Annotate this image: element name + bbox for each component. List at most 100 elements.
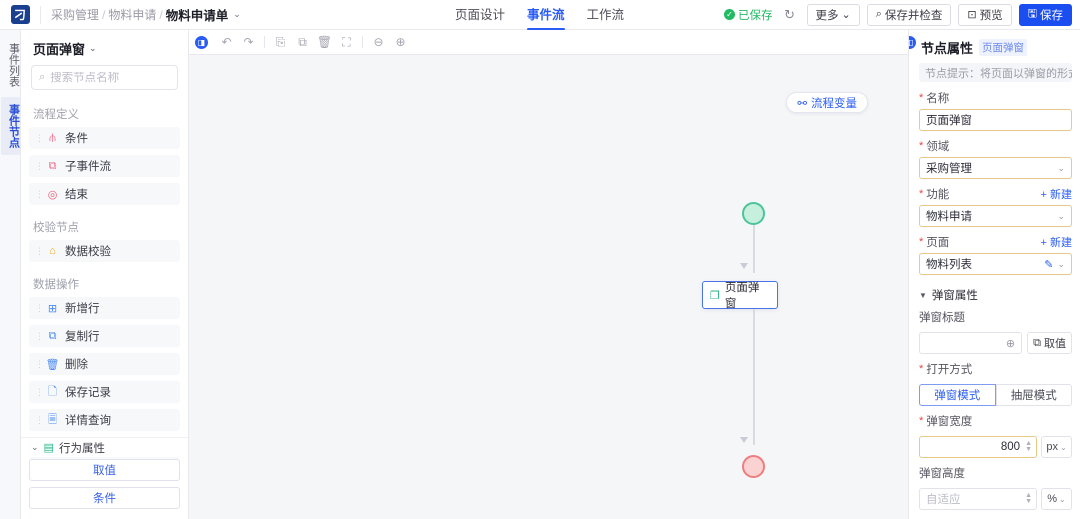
palette-item-end[interactable]: ⋮ ◎ 结束 xyxy=(29,183,180,205)
drag-handle-icon[interactable]: ⋮ xyxy=(35,246,44,256)
stepper-icon[interactable]: ▲▼ xyxy=(1025,492,1032,505)
breadcrumb-item-2[interactable]: 物料申请单 xyxy=(165,9,229,23)
drag-handle-icon[interactable]: ⋮ xyxy=(35,415,44,425)
check-icon: ✓ xyxy=(724,9,736,20)
search-box[interactable]: ⌕ xyxy=(31,65,178,90)
required-mark: * xyxy=(919,92,924,104)
breadcrumb-item-0[interactable]: 采购管理 xyxy=(51,8,100,22)
status-badge: 页面弹窗 xyxy=(979,39,1028,56)
behavior-section-header[interactable]: ⌄ ▤ 行为属性 xyxy=(21,437,188,457)
field-label: 弹窗标题 xyxy=(919,309,1072,325)
behavior-icon: ▤ xyxy=(43,442,54,454)
stepper-icon[interactable]: ▲▼ xyxy=(1025,440,1032,453)
palette-item-condition[interactable]: ⋮ ⫛ 条件 xyxy=(29,127,180,149)
drag-handle-icon[interactable]: ⋮ xyxy=(35,387,44,397)
tab-page-design[interactable]: 页面设计 xyxy=(455,8,506,22)
drag-handle-icon[interactable]: ⋮ xyxy=(35,331,44,341)
popup-attrs-section-header[interactable]: ▼ 弹窗属性 xyxy=(909,282,1080,309)
rail-tab-event-node[interactable]: 事件节点 xyxy=(0,97,20,155)
width-unit-select[interactable]: px ⌄ xyxy=(1041,436,1072,458)
drag-handle-icon[interactable]: ⋮ xyxy=(35,359,44,369)
fit-screen-icon[interactable]: ⛶ xyxy=(342,34,351,49)
width-input[interactable]: 800 ▲▼ xyxy=(919,436,1037,458)
field-label: * 功能 + 新建 xyxy=(919,186,1072,202)
flow-canvas[interactable]: ◨ ↶ ↷ ⎘ ⧉ 🗑 ⛶ ⊖ ⊕ ⚯ 流程变量 xyxy=(189,30,908,519)
palette-item-add-row[interactable]: ⋮ ⊞ 新增行 xyxy=(29,297,180,319)
chevron-down-icon[interactable]: ⌄ xyxy=(89,43,97,53)
height-unit-select[interactable]: % ⌄ xyxy=(1041,488,1072,510)
more-button[interactable]: 更多 ⌄ xyxy=(806,3,860,26)
palette-item-subflow[interactable]: ⋮ ⧉ 子事件流 xyxy=(29,155,180,177)
function-select[interactable]: 物料申请 ⌄ xyxy=(919,205,1072,227)
condition-button[interactable]: 条件 xyxy=(29,487,180,509)
height-input[interactable]: 自适应 ▲▼ xyxy=(919,488,1037,510)
palette-item-label: 数据校验 xyxy=(65,246,111,258)
save-button[interactable]: 🖫 保存 xyxy=(1018,3,1072,26)
palette-title: 页面弹窗 xyxy=(33,42,86,57)
page-value: 物料列表 xyxy=(926,259,972,271)
globe-icon[interactable]: ⊕ xyxy=(1005,337,1016,350)
edge-arrow-icon xyxy=(740,437,748,443)
node-tip-text: 节点提示：将页面以弹窗的形式打 xyxy=(925,67,1072,80)
breadcrumb-item-1[interactable]: 物料申请 xyxy=(108,8,157,22)
delete-icon[interactable]: 🗑 xyxy=(316,35,333,49)
preview-button[interactable]: ⊡ 预览 xyxy=(958,3,1012,26)
tab-workflow[interactable]: 工作流 xyxy=(586,8,625,22)
popup-title-input[interactable]: ⊕ xyxy=(919,332,1023,354)
palette-item-save-record[interactable]: ⋮ 🗋 保存记录 xyxy=(29,381,180,403)
domain-select[interactable]: 采购管理 ⌄ xyxy=(919,157,1072,179)
end-node[interactable] xyxy=(742,455,765,478)
flow-variable-button[interactable]: ⚯ 流程变量 xyxy=(786,92,868,113)
field-function: * 功能 + 新建 物料申请 ⌄ xyxy=(909,186,1080,227)
palette-item-copy-row[interactable]: ⋮ ⧉ 复制行 xyxy=(29,325,180,347)
width-row: 800 ▲▼ px ⌄ xyxy=(909,436,1080,458)
zoom-in-icon[interactable]: ⊕ xyxy=(395,35,406,49)
collapse-properties-icon[interactable]: ◧ xyxy=(909,36,916,49)
drag-handle-icon[interactable]: ⋮ xyxy=(35,189,44,199)
drag-handle-icon[interactable]: ⋮ xyxy=(35,133,44,143)
canvas-area[interactable]: ⚯ 流程变量 ❐ 页面弹窗 xyxy=(189,55,908,519)
take-value-button[interactable]: ⧉ 取值 xyxy=(1027,332,1072,354)
chevron-down-icon[interactable]: ⌄ xyxy=(233,9,241,19)
field-open-mode: * 打开方式 xyxy=(909,361,1080,377)
collapse-panel-icon[interactable]: ◨ xyxy=(195,35,208,49)
field-label: * 名称 xyxy=(919,90,1072,106)
search-input[interactable] xyxy=(50,71,170,84)
tab-event-flow[interactable]: 事件流 xyxy=(527,0,565,30)
app-logo-icon[interactable]: 刁 xyxy=(10,5,30,24)
branch-icon: ⫛ xyxy=(49,131,56,144)
start-node[interactable] xyxy=(742,202,765,225)
edge-arrow-icon xyxy=(740,263,748,269)
name-input[interactable]: 页面弹窗 xyxy=(919,109,1072,131)
drag-handle-icon[interactable]: ⋮ xyxy=(35,303,44,313)
page-select[interactable]: 物料列表 ✎ ⌄ xyxy=(919,253,1072,275)
palette-list[interactable]: 流程定义 ⋮ ⫛ 条件 ⋮ ⧉ 子事件流 ⋮ ◎ 结束 校验节点 xyxy=(21,98,188,519)
open-mode-popup[interactable]: 弹窗模式 xyxy=(919,384,996,406)
node-tip[interactable]: 节点提示：将页面以弹窗的形式打 ⌄ xyxy=(919,63,1072,82)
new-function-button[interactable]: + 新建 xyxy=(1040,189,1072,201)
page-label: 页面 xyxy=(926,237,950,249)
paste-icon[interactable]: ⎘ xyxy=(275,34,286,49)
palette-item-data-validate[interactable]: ⋮ ⌂ 数据校验 xyxy=(29,240,180,262)
preview-label: 预览 xyxy=(979,9,1003,22)
new-page-button[interactable]: + 新建 xyxy=(1040,237,1072,249)
duplicate-icon[interactable]: ⧉ xyxy=(298,34,307,49)
undo-icon[interactable]: ↶ xyxy=(221,35,232,49)
more-label: 更多 xyxy=(815,9,839,22)
required-mark: * xyxy=(919,415,924,427)
edit-icon[interactable]: ✎ xyxy=(1044,258,1054,271)
save-and-check-button[interactable]: ⌕ 保存并检查 xyxy=(866,3,952,26)
zoom-out-icon[interactable]: ⊖ xyxy=(373,35,384,49)
open-mode-drawer[interactable]: 抽屉模式 xyxy=(995,384,1072,406)
drag-handle-icon[interactable]: ⋮ xyxy=(35,161,44,171)
status-badge: ✓ 已保存 xyxy=(724,7,773,23)
refresh-icon[interactable]: ↻ xyxy=(784,6,795,22)
take-value-button[interactable]: 取值 xyxy=(29,459,180,481)
palette-footer: 取值 条件 xyxy=(21,459,188,515)
redo-icon[interactable]: ↷ xyxy=(243,35,254,49)
rail-tab-event-list[interactable]: 事件列表 xyxy=(7,43,20,87)
palette-item-detail-query[interactable]: ⋮ 🗏 详情查询 xyxy=(29,409,180,431)
palette-item-delete[interactable]: ⋮ 🗑 删除 xyxy=(29,353,180,375)
node-page-popup[interactable]: ❐ 页面弹窗 xyxy=(702,281,778,310)
required-mark: * xyxy=(919,236,924,248)
